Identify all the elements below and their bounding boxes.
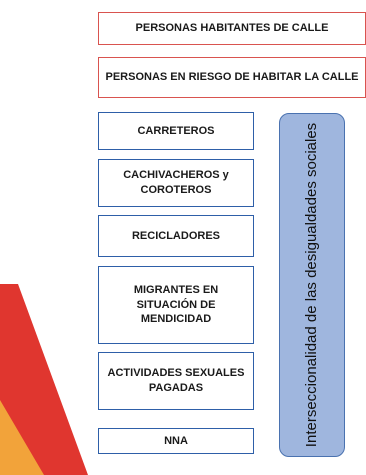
box-label: CACHIVACHEROS y COROTEROS — [123, 169, 229, 196]
box-carreteros: CARRETEROS — [98, 112, 254, 150]
intersectionality-label: Interseccionalidad de las desigualdades … — [302, 122, 320, 448]
box-personas-habitantes: PERSONAS HABITANTES DE CALLE — [98, 12, 366, 45]
red-stripe — [0, 284, 88, 475]
box-migrantes: MIGRANTES EN SITUACIÓN DE MENDICIDAD — [98, 266, 254, 344]
box-nna: NNA — [98, 428, 254, 454]
box-label: PERSONAS HABITANTES DE CALLE — [135, 22, 329, 35]
box-recicladores: RECICLADORES — [98, 215, 254, 257]
box-personas-en-riesgo: PERSONAS EN RIESGO DE HABITAR LA CALLE — [98, 57, 366, 98]
orange-stripe — [0, 400, 44, 475]
box-label: CARRETEROS — [137, 124, 215, 137]
box-label: ACTIVIDADES SEXUALES PAGADAS — [107, 367, 245, 394]
box-label: RECICLADORES — [131, 229, 220, 242]
box-label: MIGRANTES EN SITUACIÓN DE MENDICIDAD — [133, 283, 219, 326]
box-label: PERSONAS EN RIESGO DE HABITAR LA CALLE — [105, 71, 359, 84]
box-label: NNA — [164, 434, 188, 447]
intersectionality-bar: Interseccionalidad de las desigualdades … — [279, 113, 345, 457]
box-cachivacheros: CACHIVACHEROS y COROTEROS — [98, 159, 254, 207]
box-actividades-sexuales: ACTIVIDADES SEXUALES PAGADAS — [98, 352, 254, 410]
